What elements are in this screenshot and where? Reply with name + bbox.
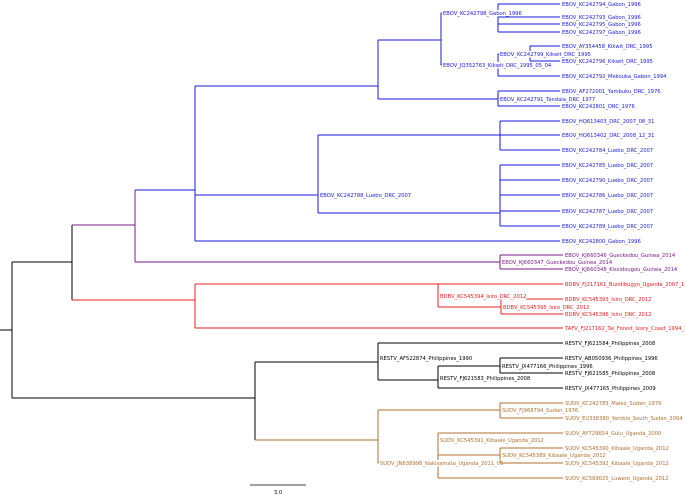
leaf-label: EBOV_KC242801_DRC_1976 <box>562 104 635 110</box>
leaf-label: EBOV_KJ660346_Gueckedou_Guinea_2014 <box>565 253 676 259</box>
scale-bar-label: 3.0 <box>274 490 282 496</box>
leaf-label: BDBV_FJ217161_Bundibugyo_Uganda_2007_11 <box>565 282 685 288</box>
leaf-label: EBOV_KC242790_Luebo_DRC_2007 <box>562 178 653 184</box>
leaf-label: EBOV_AF272001_Yambuku_DRC_1976 <box>562 89 661 95</box>
leaf-label: TAFV_FJ217162_Tai_Forest_Ivory_Coast_199… <box>564 326 685 332</box>
leaf-label: EBOV_KC242786_Luebo_DRC_2007 <box>562 193 653 199</box>
leaf-label: EBOV_KC242797_Gabon_1996 <box>562 30 641 36</box>
leaf-label: EBOV_AY354458_Kikwit_DRC_1995 <box>562 44 653 50</box>
leaf-label: SUDV_KC545390_Kibaale_Uganda_2012 <box>565 446 669 452</box>
leaf-label: EBOV_HQ613403_DRC_2007_08_31 <box>562 119 654 125</box>
node-label-background <box>501 259 610 266</box>
leaf-label: EBOV_KC242795_Gabon_1996 <box>562 22 641 28</box>
leaf-label: EBOV_KJ660348_Kissidougou_Guinea_2014 <box>565 267 678 273</box>
node-label: SUDV_KC545389_Kibaale_Uganda_2012 <box>502 453 606 459</box>
node-label-background <box>502 304 590 311</box>
leaf-label: EBOV_KC242784_Luebo_DRC_2007 <box>562 148 653 154</box>
node-label: BDBV_KC545395_Isiro_DRC_2012 <box>503 305 589 311</box>
leaf-label: EBOV_KC242793_Gabon_1996 <box>562 15 641 21</box>
node-label: RESTV_JX477166_Philippines_1996 <box>502 364 593 370</box>
node-label-background <box>501 407 577 414</box>
leaf-label: SUDV_AY729654_Gulu_Uganda_2000 <box>565 431 661 437</box>
leaf-label: EBOV_KC242787_Luebo_DRC_2007 <box>562 209 653 215</box>
leaf-label: SUDV_KC545392_Kibaale_Uganda_2012 <box>565 461 669 467</box>
leaf-label: EBOV_KC242800_Gabon_1996 <box>562 239 641 245</box>
tree-labels: EBOV_KC242794_Gabon_1996EBOV_KC242793_Ga… <box>319 2 685 482</box>
node-label-background <box>501 452 604 459</box>
leaf-label: RESTV_FJ621584_Philippines_2008 <box>565 341 655 347</box>
node-label: EBOV_KC242788_Luebo_DRC_2007 <box>320 193 411 199</box>
leaf-label: SUDV_EU338380_Yambio_South_Sudan_2004 <box>565 416 683 422</box>
node-label-background <box>439 293 527 300</box>
leaf-label: SUDV_KC589025_Luwero_Uganda_2012 <box>565 476 668 482</box>
node-label-background <box>379 355 476 362</box>
leaf-label: BDBV_KC545393_Isiro_DRC_2012 <box>565 297 651 303</box>
leaf-label: RESTV_AB050936_Philippines_1996 <box>565 356 658 362</box>
node-label: SUDV_FJ968794_Sudan_1976 <box>502 408 578 414</box>
leaf-label: EBOV_KC242789_Luebo_DRC_2007 <box>562 224 653 230</box>
node-label: RESTV_FJ621583_Philippines_2008 <box>440 376 530 382</box>
leaf-label: RESTV_JX477165_Philippines_2009 <box>565 386 656 392</box>
node-label: BDBV_KC545394_Isiro_DRC_2012 <box>440 294 526 300</box>
leaf-label: EBOV_KC242796_Kikwit_DRC_1995 <box>562 59 653 65</box>
leaf-label: EBOV_HQ613402_DRC_2008_12_31 <box>562 133 654 139</box>
node-label-background <box>499 51 590 58</box>
node-label: EBOV_JQ352763_Kikwit_DRC_1995_05_04 <box>443 63 552 69</box>
node-label-background <box>499 96 593 103</box>
node-label-background <box>439 437 542 444</box>
node-label-background <box>442 62 551 69</box>
node-label: SUDV_JN638998_Nakisamata_Uganda_2011_05 <box>380 461 503 467</box>
leaf-label: EBOV_KC242794_Gabon_1996 <box>562 2 641 8</box>
node-label: EBOV_KC242798_Gabon_1996 <box>443 11 522 17</box>
leaf-label: EBOV_KC242785_Luebo_DRC_2007 <box>562 163 653 169</box>
node-label-background <box>439 375 536 382</box>
node-label: SUDV_KC545391_Kibaale_Uganda_2012 <box>440 438 544 444</box>
leaf-label: SUDV_KC242783_Maleo_Sudan_1979 <box>565 401 661 407</box>
node-label: EBOV_KC242791_Tandala_DRC_1977 <box>500 97 595 103</box>
node-label: EBOV_KJ660347_Gueckedou_Guinea_2014 <box>502 260 613 266</box>
node-label-background <box>319 192 407 199</box>
leaf-label: EBOV_KC242792_Mekouka_Gabon_1994 <box>562 74 667 80</box>
tree-branches <box>0 3 563 479</box>
scale-bar: 3.0 <box>250 484 306 496</box>
node-label: RESTV_AF522874_Philippines_1990 <box>380 356 472 362</box>
leaf-label: BDBV_KC545396_Isiro_DRC_2012 <box>565 312 651 318</box>
leaf-label: RESTV_FJ621585_Philippines_2008 <box>565 371 655 377</box>
node-label-background <box>379 460 500 467</box>
node-label-background <box>442 10 518 17</box>
node-label-background <box>501 363 598 370</box>
node-label: EBOV_KC242799_Kikwit_DRC_1995 <box>500 52 591 58</box>
